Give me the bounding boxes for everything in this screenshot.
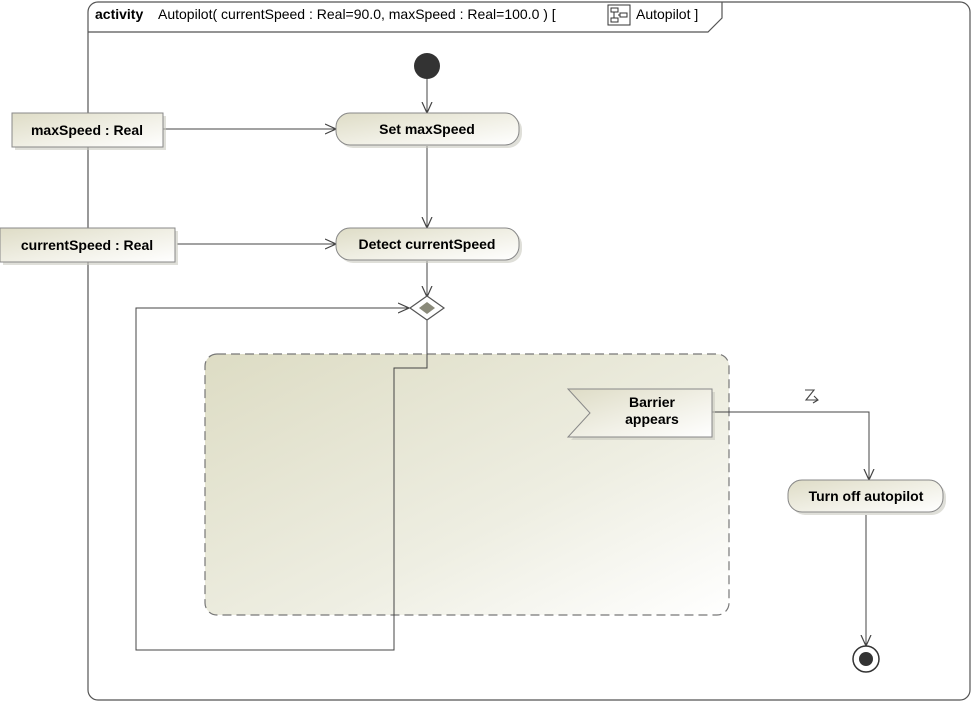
action-label: Set maxSpeed xyxy=(379,121,475,137)
activity-final-node[interactable] xyxy=(852,645,880,673)
parameter-node-maxspeed[interactable]: maxSpeed : Real xyxy=(11,112,166,150)
merge-node[interactable] xyxy=(408,295,446,321)
frame-header-tab xyxy=(88,2,723,33)
edge-interrupt xyxy=(712,411,869,480)
initial-node[interactable] xyxy=(414,53,440,79)
parameter-node-currentspeed[interactable]: currentSpeed : Real xyxy=(0,227,178,265)
action-set-maxspeed[interactable]: Set maxSpeed xyxy=(335,112,522,148)
accept-event-label-line1: Barrier xyxy=(629,394,675,410)
accept-event-label-line2: appears xyxy=(625,411,679,427)
activity-diagram-icon xyxy=(607,4,631,26)
action-label: Turn off autopilot xyxy=(809,488,924,504)
frame-signature: Autopilot( currentSpeed : Real=90.0, max… xyxy=(158,6,556,22)
parameter-label: maxSpeed : Real xyxy=(31,122,143,138)
frame-context: Autopilot ] xyxy=(636,6,698,22)
edge-loop-back xyxy=(135,308,428,651)
accept-event-barrier-appears[interactable]: Barrier appears xyxy=(566,388,715,440)
lightning-bolt-icon xyxy=(804,389,819,404)
action-turn-off-autopilot[interactable]: Turn off autopilot xyxy=(787,479,946,515)
action-detect-currentspeed[interactable]: Detect currentSpeed xyxy=(335,227,522,263)
action-label: Detect currentSpeed xyxy=(359,236,496,252)
frame-keyword: activity xyxy=(95,6,143,22)
parameter-label: currentSpeed : Real xyxy=(21,237,153,253)
